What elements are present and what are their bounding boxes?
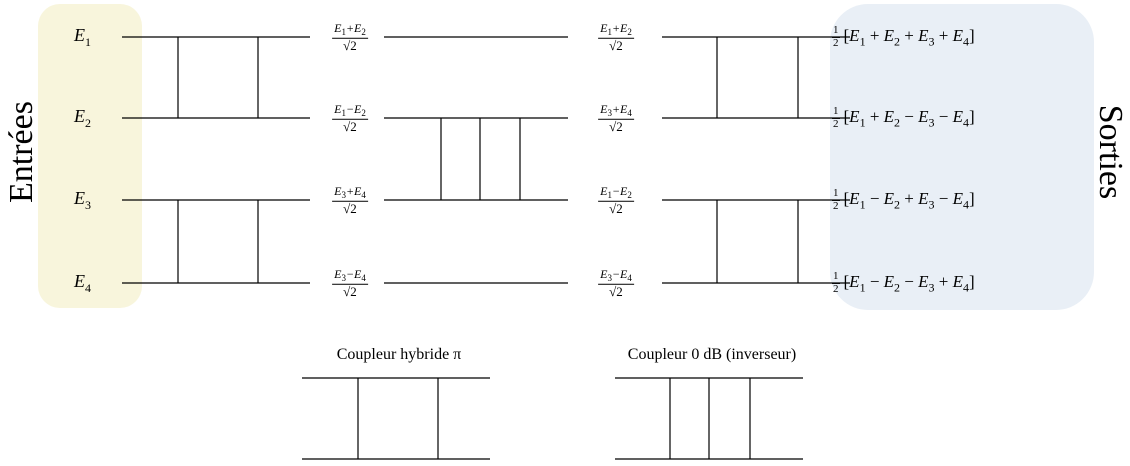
stage2-signal-numerator: E3−E4: [598, 266, 634, 285]
stage2-signal-denominator: √2: [609, 37, 623, 53]
stage1-signal-numerator: E3+E4: [332, 183, 368, 202]
stage1-signal-4: E3−E4√2: [332, 268, 368, 298]
output-expression: [E1 − E2 − E3 + E4]: [843, 271, 975, 295]
output-expression: [E1 + E2 − E3 − E4]: [843, 106, 975, 130]
stage1-signal-numerator: E1+E2: [332, 20, 368, 39]
stage2-signal-4: E3−E4√2: [598, 268, 634, 298]
input-label-3: E3: [74, 188, 91, 212]
stage2-signal-numerator: E3+E4: [598, 101, 634, 120]
outputs-label: Sorties: [1092, 104, 1129, 200]
stage2-signal-denominator: √2: [609, 118, 623, 134]
inputs-label: Entrées: [3, 101, 40, 203]
stage2-signal-1: E1+E2√2: [598, 22, 634, 52]
input-label-4: E4: [74, 271, 91, 295]
stage1-signal-numerator: E1−E2: [332, 101, 368, 120]
stage1-signal-numerator: E3−E4: [332, 266, 368, 285]
stage1-signal-denominator: √2: [343, 118, 357, 134]
stage2-signal-numerator: E1+E2: [598, 20, 634, 39]
hybrid-coupler-caption: Coupleur hybride π: [337, 346, 462, 364]
input-label-1: E1: [74, 25, 91, 49]
stage1-signal-denominator: √2: [343, 283, 357, 299]
stage1-signal-3: E3+E4√2: [332, 185, 368, 215]
stage2-signal-2: E3+E4√2: [598, 103, 634, 133]
stage1-signal-denominator: √2: [343, 200, 357, 216]
zero-db-coupler-caption: Coupleur 0 dB (inverseur): [627, 346, 797, 363]
stage2-signal-numerator: E1−E2: [598, 183, 634, 202]
stage2-signal-denominator: √2: [609, 283, 623, 299]
stage2-signal-3: E1−E2√2: [598, 185, 634, 215]
outputs-panel: [830, 4, 1094, 310]
inputs-panel: [38, 4, 142, 308]
stage1-signal-1: E1+E2√2: [332, 22, 368, 52]
hybrid-coupler-caption-text: Coupleur hybride π: [336, 346, 462, 363]
stage1-signal-denominator: √2: [343, 37, 357, 53]
stage2-signal-denominator: √2: [609, 200, 623, 216]
stage1-signal-2: E1−E2√2: [332, 103, 368, 133]
output-expression: [E1 − E2 + E3 − E4]: [843, 188, 975, 212]
output-expression: [E1 + E2 + E3 + E4]: [843, 25, 975, 49]
input-label-2: E2: [74, 106, 91, 130]
